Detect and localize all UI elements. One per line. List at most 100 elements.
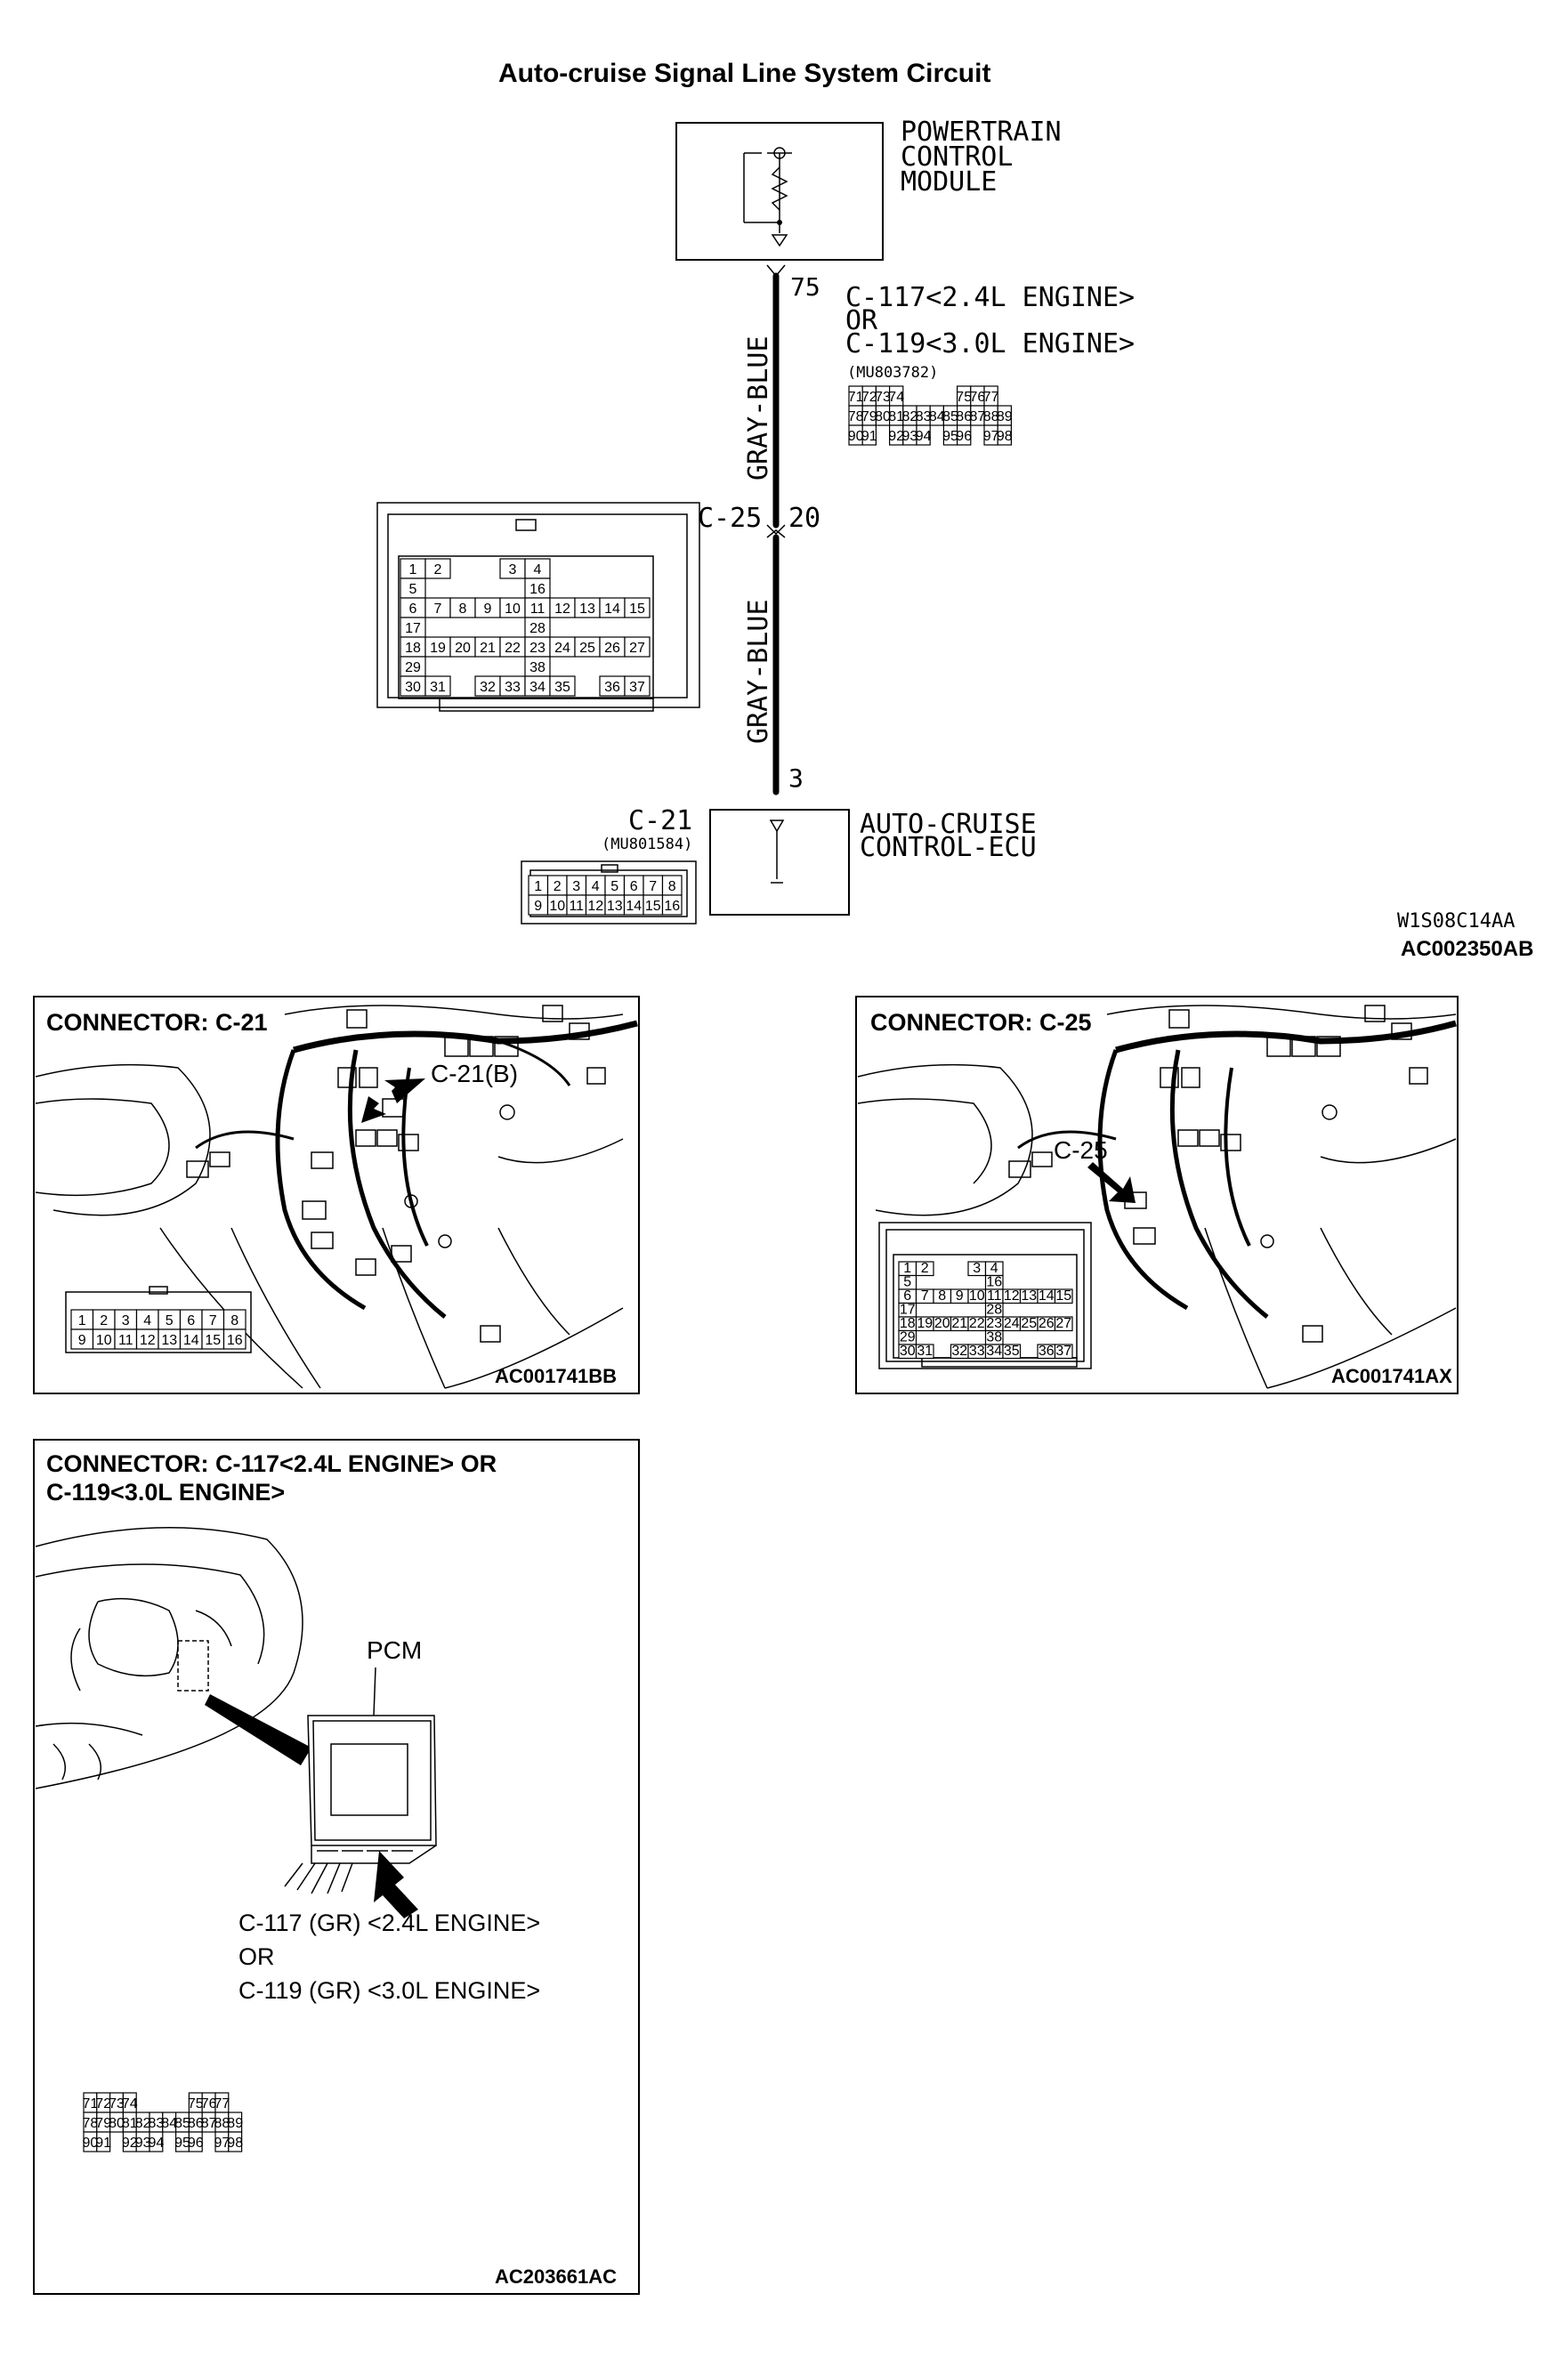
pcm-top-pin-74: 74 bbox=[888, 390, 904, 405]
c25-top-pin-12: 12 bbox=[554, 602, 570, 617]
c25-top-cell-37 bbox=[624, 675, 651, 697]
c21-panel-pin-13: 13 bbox=[161, 1333, 177, 1348]
c25-top-pin-37: 37 bbox=[629, 680, 645, 695]
c21-top-pin-8: 8 bbox=[668, 879, 676, 894]
c25-top-cell-2 bbox=[424, 558, 451, 579]
c25-panel-pin-17: 17 bbox=[900, 1303, 916, 1318]
c25-panel-pin-14: 14 bbox=[1039, 1288, 1055, 1304]
ecu-internal-symbol bbox=[769, 820, 785, 884]
c25-panel-pin-26: 26 bbox=[1039, 1316, 1055, 1331]
c25-panel-cell-15 bbox=[1054, 1288, 1073, 1304]
c25-label: C-25 bbox=[698, 503, 762, 534]
pcm-panel-pin-91: 91 bbox=[95, 2136, 111, 2151]
pcm-top-pin-97: 97 bbox=[983, 429, 999, 444]
pcm-label-line-2: CONTROL bbox=[901, 141, 1013, 173]
panel-pcm-pointer bbox=[205, 1694, 311, 1765]
c25-top-pin-24: 24 bbox=[554, 641, 570, 656]
panel-pcm-caption-line-2: OR bbox=[238, 1943, 275, 1970]
c21-panel-pin-8: 8 bbox=[230, 1313, 238, 1328]
panel-pcm-title-line-2: C-119<3.0L ENGINE> bbox=[46, 1479, 285, 1506]
pcm-panel-pin-77: 77 bbox=[214, 2096, 230, 2112]
pcm-top-pin-87: 87 bbox=[970, 409, 986, 424]
c25-top-pin-21: 21 bbox=[480, 641, 496, 656]
pcm-panel-pin-84: 84 bbox=[161, 2116, 177, 2131]
pcm-panel-pin-85: 85 bbox=[174, 2116, 190, 2131]
pcm-top-pin-98: 98 bbox=[997, 429, 1013, 444]
pcm-top-pin-90: 90 bbox=[848, 429, 864, 444]
pcm-panel-pin-72: 72 bbox=[95, 2096, 111, 2112]
c25-top-pin-26: 26 bbox=[604, 641, 620, 656]
pcm-panel-pin-89: 89 bbox=[227, 2116, 243, 2131]
c21-top-pin-10: 10 bbox=[549, 899, 565, 914]
pcm-internal-symbol bbox=[743, 147, 792, 247]
c25-connector-face bbox=[376, 502, 700, 712]
c21-panel-pin-16: 16 bbox=[227, 1333, 243, 1348]
pcm-panel-pin-98: 98 bbox=[227, 2136, 243, 2151]
c25-top-cell-31 bbox=[424, 675, 451, 697]
c25-panel-pin-28: 28 bbox=[986, 1303, 1002, 1318]
c25-top-pin-17: 17 bbox=[405, 621, 421, 636]
pcm-panel-pin-93: 93 bbox=[135, 2136, 151, 2151]
pcm-panel-cell-94 bbox=[149, 2131, 164, 2152]
c25-panel-cell-2 bbox=[915, 1261, 934, 1277]
pcm-top-pin-71: 71 bbox=[848, 390, 864, 405]
c25-top-pin-32: 32 bbox=[480, 680, 496, 695]
c21-panel-pin-12: 12 bbox=[140, 1333, 156, 1348]
pcm-panel-pin-73: 73 bbox=[109, 2096, 125, 2112]
panel-c21-harness bbox=[186, 1005, 638, 1343]
pcm-top-pin-81: 81 bbox=[888, 409, 904, 424]
c25-top-pin-33: 33 bbox=[505, 680, 521, 695]
pcm-pin-number: 75 bbox=[790, 272, 820, 302]
c25-panel-pin-15: 15 bbox=[1055, 1288, 1071, 1304]
pcm-top-pin-84: 84 bbox=[929, 409, 945, 424]
panel-c21-title: CONNECTOR: C-21 bbox=[46, 1009, 268, 1036]
c25-panel-pin-35: 35 bbox=[1004, 1344, 1020, 1359]
c21-panel-cell-16 bbox=[222, 1328, 247, 1350]
c21-top-cell-16 bbox=[661, 894, 683, 916]
c25-panel-pin-11: 11 bbox=[987, 1288, 1002, 1304]
c21-panel-pin-4: 4 bbox=[143, 1313, 151, 1328]
c25-panel-pin-18: 18 bbox=[900, 1316, 916, 1331]
c25-top-cell-27 bbox=[624, 636, 651, 658]
panel-c21-illustration bbox=[35, 1005, 624, 1389]
panel-c25-arrow bbox=[1087, 1162, 1136, 1203]
pcm-connector-label-1: C-117<2.4L ENGINE> bbox=[845, 282, 1135, 313]
pcm-panel-pin-78: 78 bbox=[83, 2116, 99, 2131]
pcm-panel-cell-96 bbox=[188, 2131, 203, 2152]
c25-panel-pin-10: 10 bbox=[969, 1288, 985, 1304]
pcm-box bbox=[675, 122, 884, 261]
c25-top-pin-9: 9 bbox=[484, 602, 492, 617]
c25-panel-pin-24: 24 bbox=[1004, 1316, 1020, 1331]
pcm-top-pin-93: 93 bbox=[902, 429, 918, 444]
c25-top-pin-20: 20 bbox=[455, 641, 471, 656]
c25-top-pin-27: 27 bbox=[629, 641, 645, 656]
upper-wire-color: GRAY-BLUE bbox=[743, 335, 774, 480]
pcm-panel-pin-79: 79 bbox=[95, 2116, 111, 2131]
c25-top-pin-36: 36 bbox=[604, 680, 620, 695]
c25-panel-pin-7: 7 bbox=[921, 1288, 929, 1304]
pcm-panel-pin-92: 92 bbox=[122, 2136, 138, 2151]
c21-top-pin-7: 7 bbox=[649, 879, 657, 894]
c25-panel-pin-2: 2 bbox=[921, 1261, 929, 1276]
c25-top-pin-4: 4 bbox=[534, 562, 542, 577]
c25-panel-pin-30: 30 bbox=[900, 1344, 916, 1359]
pcm-panel-pin-96: 96 bbox=[188, 2136, 204, 2151]
c25-top-pin-19: 19 bbox=[430, 641, 446, 656]
pcm-panel-pin-86: 86 bbox=[188, 2116, 204, 2131]
c25-panel-pin-31: 31 bbox=[917, 1344, 933, 1359]
c25-panel-pin-38: 38 bbox=[986, 1330, 1002, 1345]
pcm-top-pin-73: 73 bbox=[875, 390, 891, 405]
pcm-panel-pin-94: 94 bbox=[149, 2136, 165, 2151]
panel-pcm-caption-line-1: C-117 (GR) <2.4L ENGINE> bbox=[238, 1910, 540, 1936]
pcm-top-pin-83: 83 bbox=[916, 409, 932, 424]
c21-panel-pin-15: 15 bbox=[205, 1333, 221, 1348]
pcm-top-pin-77: 77 bbox=[983, 390, 999, 405]
pcm-panel-pin-74: 74 bbox=[122, 2096, 138, 2112]
pcm-panel-pin-71: 71 bbox=[83, 2096, 99, 2112]
c25-panel-pin-1: 1 bbox=[903, 1261, 911, 1276]
pcm-top-pin-79: 79 bbox=[861, 409, 877, 424]
c25-panel-pin-22: 22 bbox=[969, 1316, 985, 1331]
